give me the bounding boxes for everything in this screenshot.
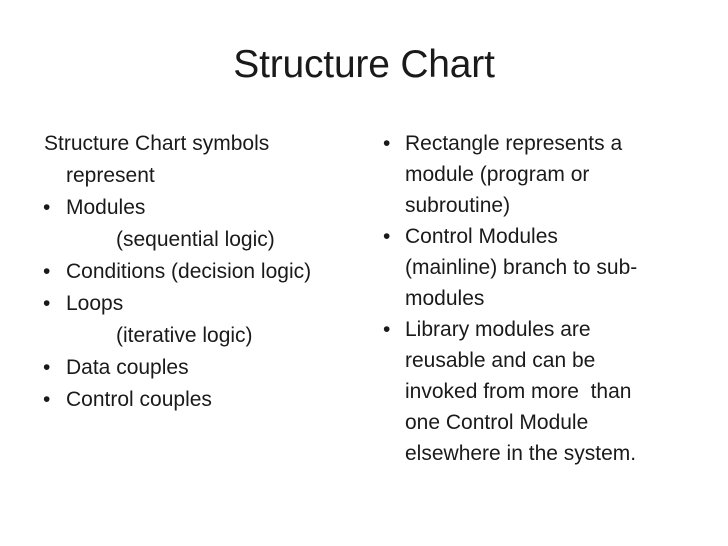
- bullet-icon: •: [383, 318, 391, 341]
- right-bullet-list: • Rectangle represents a module (program…: [377, 128, 689, 469]
- right-content-column: • Rectangle represents a module (program…: [377, 128, 689, 469]
- list-item-line: modules: [405, 287, 485, 310]
- bullet-icon: •: [383, 225, 391, 248]
- list-item-line: Rectangle represents a: [405, 132, 623, 155]
- left-content-column: Structure Chart symbols represent • Modu…: [38, 128, 368, 416]
- left-bullet-list: Structure Chart symbols represent • Modu…: [38, 128, 368, 416]
- list-item-label: Data couples: [66, 356, 189, 379]
- left-intro-line-2: represent: [66, 164, 155, 187]
- list-item: Structure Chart symbols represent: [38, 128, 368, 192]
- bullet-icon: •: [43, 388, 51, 411]
- list-item-line: (mainline) branch to sub-: [405, 256, 638, 279]
- bullet-icon: •: [43, 356, 51, 379]
- list-item-label: Modules: [66, 196, 146, 219]
- list-item-label: Conditions (decision logic): [66, 260, 312, 283]
- list-item: • Control Modules (mainline) branch to s…: [377, 221, 689, 314]
- list-item: • Conditions (decision logic): [38, 256, 368, 288]
- list-item: • Rectangle represents a module (program…: [377, 128, 689, 221]
- list-item-line: reusable and can be: [405, 349, 596, 372]
- list-item-line: invoked from more than: [405, 380, 632, 403]
- left-intro-line-1: Structure Chart symbols: [44, 132, 270, 155]
- list-item-sublabel: (iterative logic): [116, 324, 253, 347]
- list-item: • Control couples: [38, 384, 368, 416]
- bullet-icon: •: [383, 132, 391, 155]
- bullet-icon: •: [43, 292, 51, 315]
- list-item: • Library modules are reusable and can b…: [377, 314, 689, 469]
- list-item-line: elsewhere in the system.: [405, 442, 637, 465]
- bullet-icon: •: [43, 260, 51, 283]
- list-item-line: Library modules are: [405, 318, 591, 341]
- list-item-line: module (program or: [405, 163, 590, 186]
- bullet-icon: •: [43, 196, 51, 219]
- list-item-sublabel: (sequential logic): [116, 228, 275, 251]
- list-item-line: one Control Module: [405, 411, 589, 434]
- list-item: • Modules (sequential logic): [38, 192, 368, 256]
- list-item: • Data couples: [38, 352, 368, 384]
- list-item-line: Control Modules: [405, 225, 558, 248]
- list-item: • Loops (iterative logic): [38, 288, 368, 352]
- page-title: Structure Chart: [233, 43, 495, 86]
- list-item-label: Control couples: [66, 388, 212, 411]
- list-item-label: Loops: [66, 292, 124, 315]
- list-item-line: subroutine): [405, 194, 511, 217]
